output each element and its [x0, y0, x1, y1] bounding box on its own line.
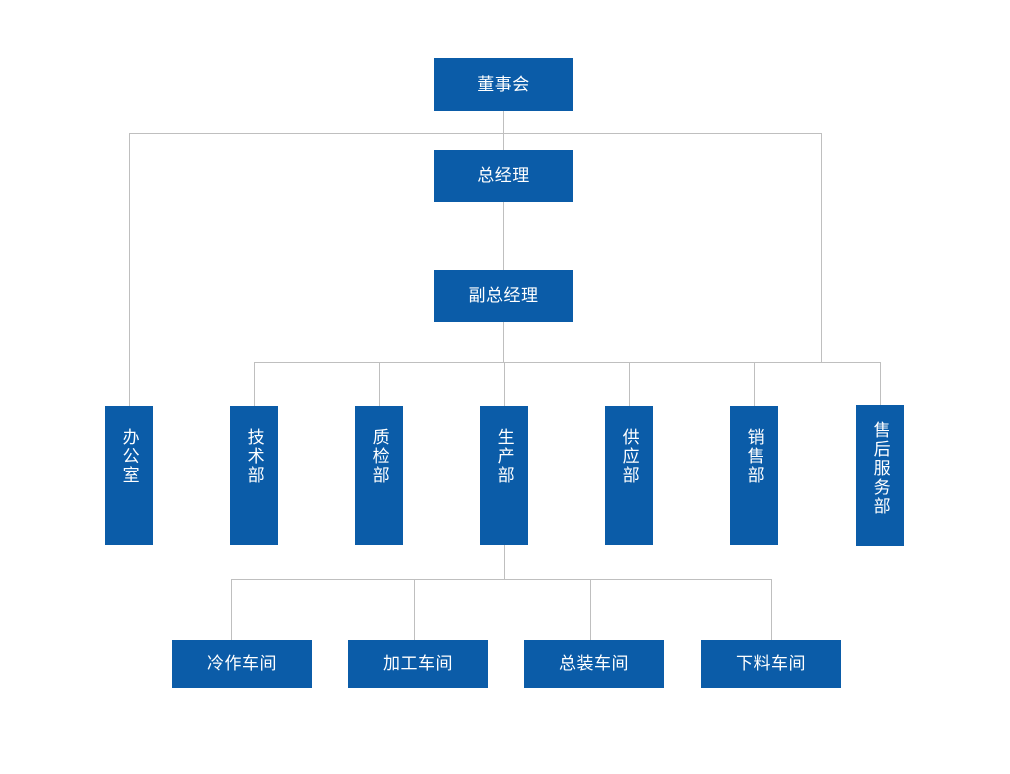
connector-right-drop-service [821, 133, 822, 362]
connector-production-down [504, 545, 505, 579]
node-workshop-cold-work-label: 冷作车间 [207, 654, 277, 674]
node-workshop-cold-work[interactable]: 冷作车间 [172, 640, 312, 688]
connector-drop-sales [754, 362, 755, 406]
node-workshop-blanking[interactable]: 下料车间 [701, 640, 841, 688]
node-department-production-label: 生产部 [494, 428, 514, 485]
connector-top-bus [129, 133, 822, 134]
connector-drop-cold-work [231, 579, 232, 640]
node-board-label: 董事会 [477, 74, 530, 94]
node-workshop-machining[interactable]: 加工车间 [348, 640, 488, 688]
node-department-production[interactable]: 生产部 [480, 406, 528, 545]
node-department-supply-label: 供应部 [619, 428, 639, 485]
connector-drop-blanking [771, 579, 772, 640]
node-deputy-general-manager[interactable]: 副总经理 [434, 270, 573, 322]
connector-drop-tech [254, 362, 255, 406]
node-board[interactable]: 董事会 [434, 58, 573, 111]
connector-drop-production [504, 362, 505, 406]
connector-left-drop-office [129, 133, 130, 406]
node-department-technology-label: 技术部 [244, 428, 264, 485]
node-department-after-sales[interactable]: 售后服务部 [856, 405, 904, 546]
node-department-quality[interactable]: 质检部 [355, 406, 403, 545]
node-workshop-assembly-label: 总装车间 [559, 654, 629, 674]
node-department-after-sales-label: 售后服务部 [870, 421, 890, 516]
node-department-office-label: 办公室 [119, 428, 139, 485]
node-department-quality-label: 质检部 [369, 428, 389, 485]
connector-drop-qc [379, 362, 380, 406]
node-department-supply[interactable]: 供应部 [605, 406, 653, 545]
node-department-technology[interactable]: 技术部 [230, 406, 278, 545]
connector-workshop-bus [231, 579, 772, 580]
connector-drop-machining [414, 579, 415, 640]
node-department-office[interactable]: 办公室 [105, 406, 153, 545]
connector-department-bus [254, 362, 880, 363]
node-workshop-blanking-label: 下料车间 [736, 654, 806, 674]
node-general-manager[interactable]: 总经理 [434, 150, 573, 202]
node-deputy-general-manager-label: 副总经理 [468, 286, 539, 306]
connector-board-down [503, 111, 504, 133]
node-department-sales-label: 销售部 [744, 428, 764, 485]
connector-drop-assembly [590, 579, 591, 640]
connector-drop-aftersales [880, 362, 881, 406]
connector-board-to-gm [503, 133, 504, 150]
connector-gm-to-deputy [503, 202, 504, 270]
node-general-manager-label: 总经理 [477, 166, 530, 186]
connector-drop-supply [629, 362, 630, 406]
connector-deputy-down [503, 321, 504, 362]
node-department-sales[interactable]: 销售部 [730, 406, 778, 545]
node-workshop-assembly[interactable]: 总装车间 [524, 640, 664, 688]
node-workshop-machining-label: 加工车间 [383, 654, 453, 674]
